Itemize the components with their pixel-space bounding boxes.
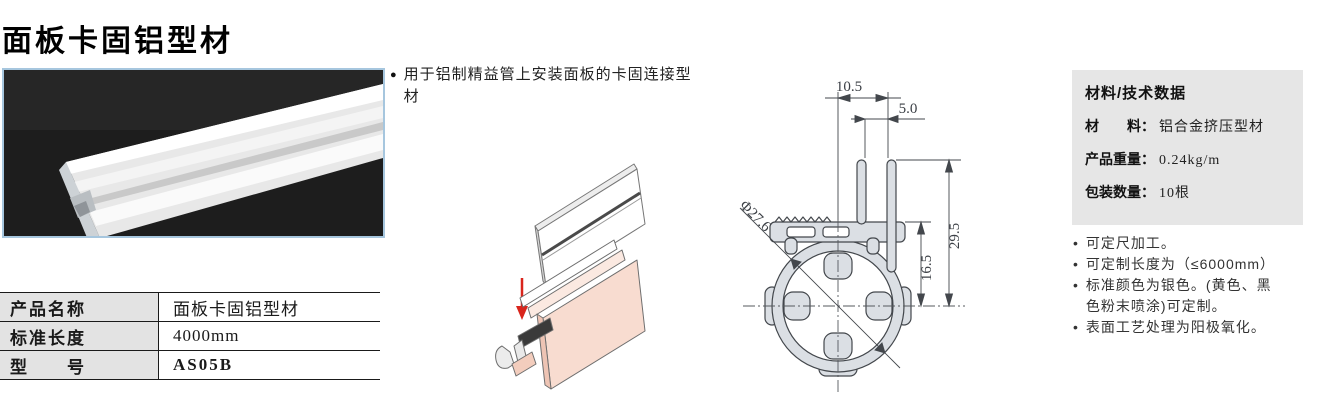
notes-list: • 可定尺加工。 • 可定制长度为（≤6000mm） • 标准颜色为银色。(黄色… bbox=[1073, 233, 1278, 338]
dim-label-total-height: 29.5 bbox=[947, 223, 963, 249]
tech-row: 产品重量： 0.24kg/m bbox=[1085, 149, 1291, 169]
dimension-lines bbox=[739, 92, 961, 369]
bullet-icon: • bbox=[1073, 256, 1079, 272]
aluminium-profile-photo bbox=[59, 84, 383, 236]
note-item: • 可定制长度为（≤6000mm） bbox=[1073, 254, 1278, 275]
note-text: 可定尺加工。 bbox=[1085, 235, 1176, 251]
table-row: 产品名称 面板卡固铝型材 bbox=[0, 292, 380, 322]
spec-value: 面板卡固铝型材 bbox=[158, 292, 380, 322]
spec-label: 产品名称 bbox=[0, 292, 159, 322]
dim-label-slot-width: 5.0 bbox=[899, 101, 918, 117]
tech-data-panel: 材料/技术数据 材 料： 铝合金挤压型材 产品重量： 0.24kg/m 包装数量… bbox=[1072, 70, 1303, 225]
note-item: • 标准颜色为银色。(黄色、黑色粉末喷涂)可定制。 bbox=[1073, 275, 1278, 317]
tech-panel-heading: 材料/技术数据 bbox=[1085, 85, 1187, 102]
page-title: 面板卡固铝型材 bbox=[2, 25, 233, 58]
dim-label-diameter: Φ27.6 bbox=[736, 198, 774, 236]
product-photo-frame bbox=[2, 68, 385, 238]
note-item: • 表面工艺处理为阳极氧化。 bbox=[1073, 317, 1278, 338]
spec-value: AS05B bbox=[158, 350, 380, 380]
table-row: 标准长度 4000mm bbox=[0, 321, 380, 351]
tech-value: 铝合金挤压型材 bbox=[1159, 120, 1264, 135]
assembly-illustration bbox=[495, 163, 646, 390]
product-description: ● 用于铝制精益管上安装面板的卡固连接型材 bbox=[390, 64, 702, 108]
note-text: 标准颜色为银色。(黄色、黑色粉末喷涂)可定制。 bbox=[1085, 277, 1272, 314]
tech-row: 材 料： 铝合金挤压型材 bbox=[1085, 116, 1291, 136]
product-spec-table: 产品名称 面板卡固铝型材 标准长度 4000mm 型 号 AS05B bbox=[0, 292, 380, 380]
spec-label: 型 号 bbox=[0, 350, 159, 380]
note-item: • 可定尺加工。 bbox=[1073, 233, 1278, 254]
tech-label: 材 料： bbox=[1085, 118, 1155, 134]
panel-board bbox=[534, 163, 646, 287]
bullet-icon: • bbox=[1073, 235, 1079, 251]
bullet-icon: • bbox=[1073, 319, 1079, 335]
clamp-profile bbox=[495, 239, 646, 390]
note-text: 表面工艺处理为阳极氧化。 bbox=[1085, 319, 1266, 335]
note-text: 可定制长度为（≤6000mm） bbox=[1085, 256, 1276, 272]
product-photo bbox=[4, 70, 383, 236]
tech-label: 包装数量： bbox=[1085, 184, 1155, 200]
spec-value: 4000mm bbox=[158, 321, 380, 351]
tech-row: 包装数量： 10根 bbox=[1085, 182, 1291, 202]
dim-label-mid-height: 16.5 bbox=[919, 255, 935, 281]
tech-value: 10根 bbox=[1159, 186, 1190, 201]
table-row: 型 号 AS05B bbox=[0, 350, 380, 380]
dim-label-top-width: 10.5 bbox=[836, 79, 862, 95]
tech-value: 0.24kg/m bbox=[1159, 153, 1221, 168]
description-text: 用于铝制精益管上安装面板的卡固连接型材 bbox=[403, 66, 692, 105]
bullet-icon: ● bbox=[390, 69, 397, 81]
bar-cutouts bbox=[786, 226, 850, 238]
spec-label: 标准长度 bbox=[0, 321, 159, 351]
tech-label: 产品重量： bbox=[1085, 151, 1155, 167]
bullet-icon: • bbox=[1073, 277, 1079, 293]
technical-drawing: 10.5 5.0 29.5 16.5 Φ27.6 bbox=[736, 79, 965, 392]
